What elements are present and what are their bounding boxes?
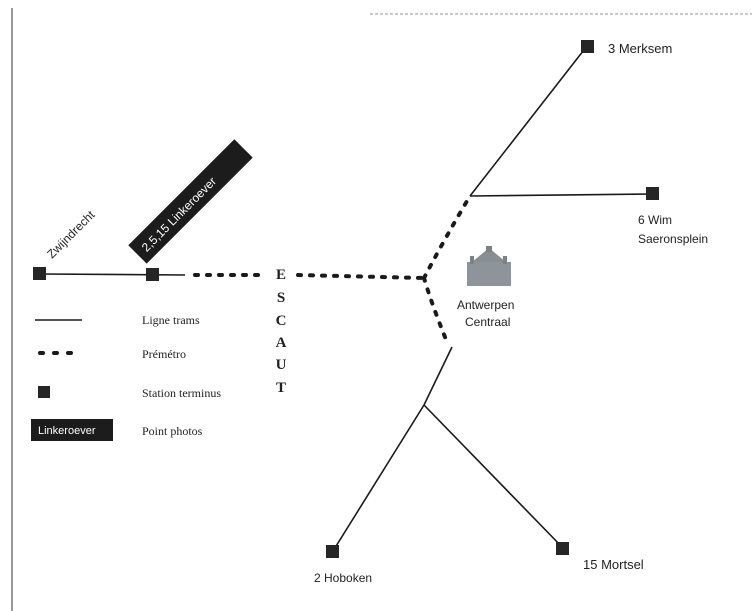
label-merksem: 3 Merksem (608, 41, 672, 56)
premetro-north-branch (422, 194, 472, 280)
river-escaut-label: E S C A U T (276, 267, 287, 396)
river-letter: C (276, 313, 287, 329)
station-merksem (581, 40, 594, 53)
station-wim-saeronsplein (646, 187, 659, 200)
label-wim-line2: Saeronsplein (638, 232, 708, 246)
label-wim-line1: 6 Wim (638, 213, 672, 227)
line-to-mortsel (423, 404, 564, 549)
line-to-hoboken (332, 404, 425, 552)
legend-dotted-label: Prémétro (142, 347, 186, 361)
line-to-merksem (469, 45, 588, 197)
label-centraal-line2: Centraal (465, 315, 510, 329)
station-building-icon (467, 246, 511, 286)
linkeroever-tag-text: 2,5,15 Linkeroever (139, 174, 219, 254)
label-centraal-line1: Antwerpen (457, 298, 514, 312)
linkeroever-photo-tag: 2,5,15 Linkeroever (128, 139, 253, 264)
line-centraal-to-junction (423, 346, 453, 406)
line-to-wim-saeronsplein (469, 193, 653, 197)
legend-square-label: Station terminus (142, 386, 221, 400)
station-hoboken (326, 545, 339, 558)
legend: Ligne trams Prémétro Station terminus Li… (31, 313, 221, 441)
terminus-stations (33, 40, 659, 558)
premetro-scheldt-junction (296, 273, 426, 280)
premetro-lines (193, 194, 472, 344)
legend-tag-text: Linkeroever (38, 425, 96, 437)
river-letter: U (276, 357, 287, 373)
river-letter: T (276, 380, 286, 396)
premetro-south-branch (422, 276, 449, 344)
river-letter: A (276, 335, 287, 351)
legend-square-sample (38, 386, 50, 398)
station-mortsel (556, 542, 569, 555)
legend-line-label: Ligne trams (142, 313, 200, 327)
label-mortsel: 15 Mortsel (583, 557, 644, 572)
linkeroever-tag-bg (128, 139, 253, 264)
river-letter: S (277, 290, 285, 306)
legend-tag-label: Point photos (142, 424, 203, 438)
station-zwijndrecht (33, 267, 46, 280)
river-letter: E (276, 267, 286, 283)
station-linkeroever (146, 268, 159, 281)
legend-tag-sample (31, 419, 113, 441)
line-zwijndrecht-linkeroever (39, 273, 186, 276)
tram-lines (39, 45, 653, 552)
label-hoboken: 2 Hoboken (314, 571, 372, 585)
label-zwijndrecht: Zwijndrecht (44, 207, 98, 261)
